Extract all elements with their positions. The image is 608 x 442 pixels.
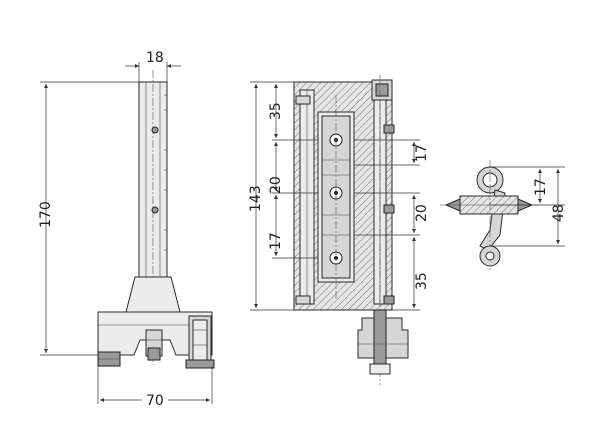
dim-48: 48	[551, 204, 567, 222]
dim-17-left: 17	[268, 232, 284, 250]
left-view	[97, 70, 215, 369]
middle-view	[293, 75, 409, 385]
dim-17-rv: 17	[533, 178, 549, 196]
dim-20-right: 20	[414, 204, 430, 222]
tube-hole-lower	[151, 206, 159, 214]
dim-17-right: 17	[414, 144, 430, 162]
dim-35-right: 35	[414, 272, 430, 290]
dim-20-left: 20	[268, 176, 284, 194]
dim-70: 70	[146, 393, 164, 409]
right-view	[440, 160, 540, 270]
right-dimensions: 17 48	[490, 166, 567, 247]
dim-18: 18	[146, 50, 164, 66]
left-neck	[125, 276, 181, 313]
left-dimensions: 18 170 70	[38, 50, 213, 409]
tube-hole-upper	[151, 126, 159, 134]
dim-170: 170	[38, 201, 54, 228]
dim-35-top: 35	[268, 102, 284, 120]
dim-143: 143	[248, 185, 264, 212]
middle-dimensions: 143 35 20 17 17 20 35	[248, 81, 430, 311]
